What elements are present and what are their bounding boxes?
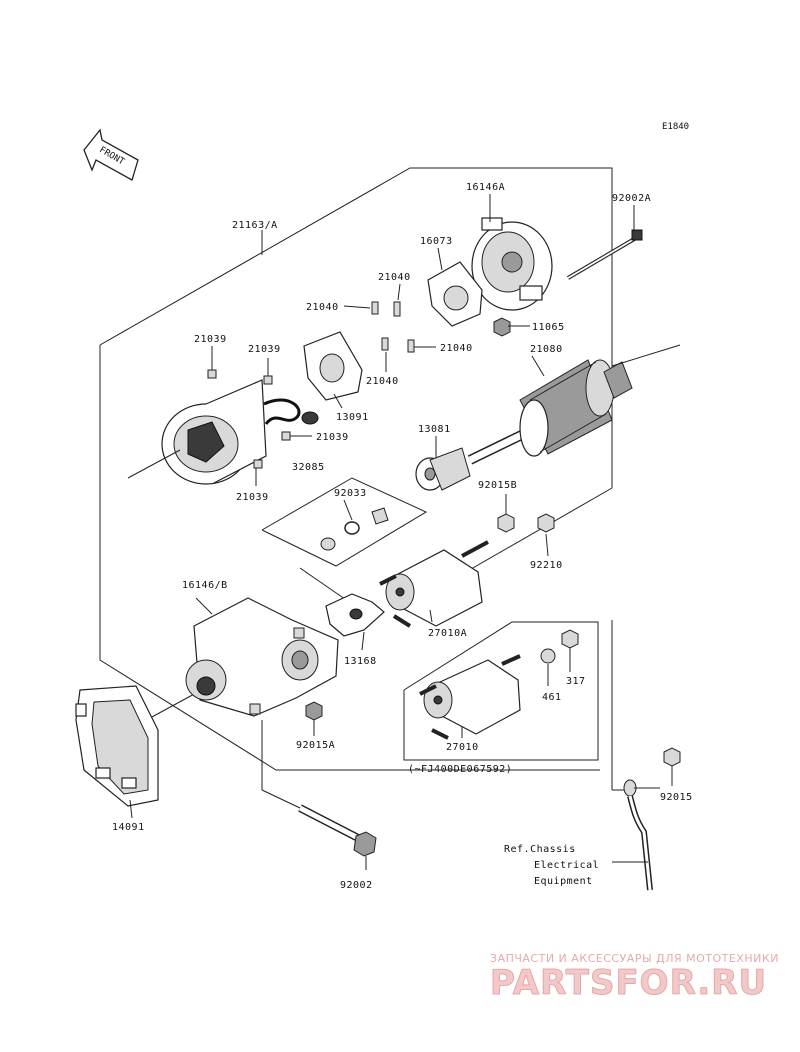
springs-21040 [371,301,415,353]
label-21039-c: 21039 [316,432,349,443]
watermark: ЗАПЧАСТИ И АКСЕССУАРЫ ДЛЯ МОТОТЕХНИКИ PA… [490,952,779,1004]
label-21039-d: 21039 [236,492,269,503]
pinion-13081 [415,447,471,491]
ground-cable [611,740,681,891]
yoke-housing [161,369,319,485]
label-16146a: 16146A [466,182,505,193]
through-bolt-92002a [566,229,643,280]
label-92002a: 92002A [612,193,651,204]
variant-box-27010 [403,621,599,761]
label-92210: 92210 [530,560,563,571]
ref-line-1: Ref.Chassis [504,844,576,855]
serial-note: (~FJ400DE067592) [408,764,512,775]
label-92015a: 92015A [296,740,335,751]
label-461: 461 [542,692,562,703]
leader-lines [129,194,673,870]
label-13081: 13081 [418,424,451,435]
nuts-92015b-92210 [497,513,555,533]
assembly-boundary [99,167,613,771]
label-13168: 13168 [344,656,377,667]
label-14091: 14091 [112,822,145,833]
cover-14091 [75,685,159,807]
label-27010a: 27010A [428,628,467,639]
label-92015: 92015 [660,792,693,803]
ref-line-2: Electrical [534,860,599,871]
kit-parts [320,507,389,551]
lever-13168 [325,593,385,637]
label-92015b: 92015B [478,480,517,491]
front-housing-16146b [185,597,339,717]
solenoid-27010 [419,654,521,740]
diagram-code: E1840 [662,122,689,132]
label-317: 317 [566,676,586,687]
label-21039-a: 21039 [194,334,227,345]
ref-line-3: Equipment [534,876,593,887]
label-11065: 11065 [532,322,565,333]
label-27010: 27010 [446,742,479,753]
label-21040-c: 21040 [440,343,473,354]
axis-lines [127,344,681,719]
label-13091: 13091 [336,412,369,423]
rear-cover-16146a [471,217,553,311]
nut-11065 [493,317,511,337]
armature-21080 [467,359,633,465]
label-21040-a: 21040 [378,272,411,283]
brush-holder-13091 [303,331,363,401]
label-32085: 32085 [292,462,325,473]
label-92002: 92002 [340,880,373,891]
watermark-brand: PARTSFOR.RU [490,963,767,1003]
part-labels: 21163/A 16146A 92002A 16073 21040 21040 … [112,182,693,891]
label-16073: 16073 [420,236,453,247]
label-92033: 92033 [334,488,367,499]
nut-92015a [305,701,323,721]
label-21163a: 21163/A [232,220,278,231]
mount-bolt-92002 [298,804,377,857]
washer-461-nut-317 [540,629,579,664]
label-21040-b: 21040 [306,302,339,313]
label-21080: 21080 [530,344,563,355]
solenoid-27010a [379,540,489,628]
brush-plate-16073 [427,261,483,327]
label-21040-d: 21040 [366,376,399,387]
label-21039-b: 21039 [248,344,281,355]
label-16146b: 16146/B [182,580,228,591]
front-arrow-icon: FRONT [83,128,139,181]
watermark-tagline: ЗАПЧАСТИ И АКСЕССУАРЫ ДЛЯ МОТОТЕХНИКИ [490,952,779,965]
